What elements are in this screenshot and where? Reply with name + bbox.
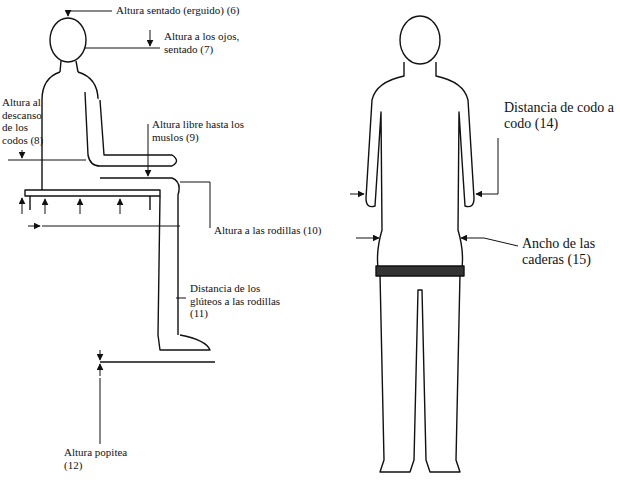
dimension-label: Altura a las rodillas (10) xyxy=(214,224,330,237)
dimension-label: Altura al descanso de los codos (8) xyxy=(2,96,54,147)
dimension-label: Altura popitea (12) xyxy=(64,446,144,471)
dimension-label: Ancho de las caderas (15) xyxy=(522,236,616,268)
dimension-label: Altura sentado (erguido) (6) xyxy=(116,4,286,17)
dimension-label: Altura libre hasta los muslos (9) xyxy=(152,118,262,143)
dimension-label: Altura a los ojos, sentado (7) xyxy=(164,30,264,55)
dimension-label: Distancia de codo a codo (14) xyxy=(504,100,616,132)
dimension-label: Distancia de los glúteos a las rodillas … xyxy=(190,282,290,320)
